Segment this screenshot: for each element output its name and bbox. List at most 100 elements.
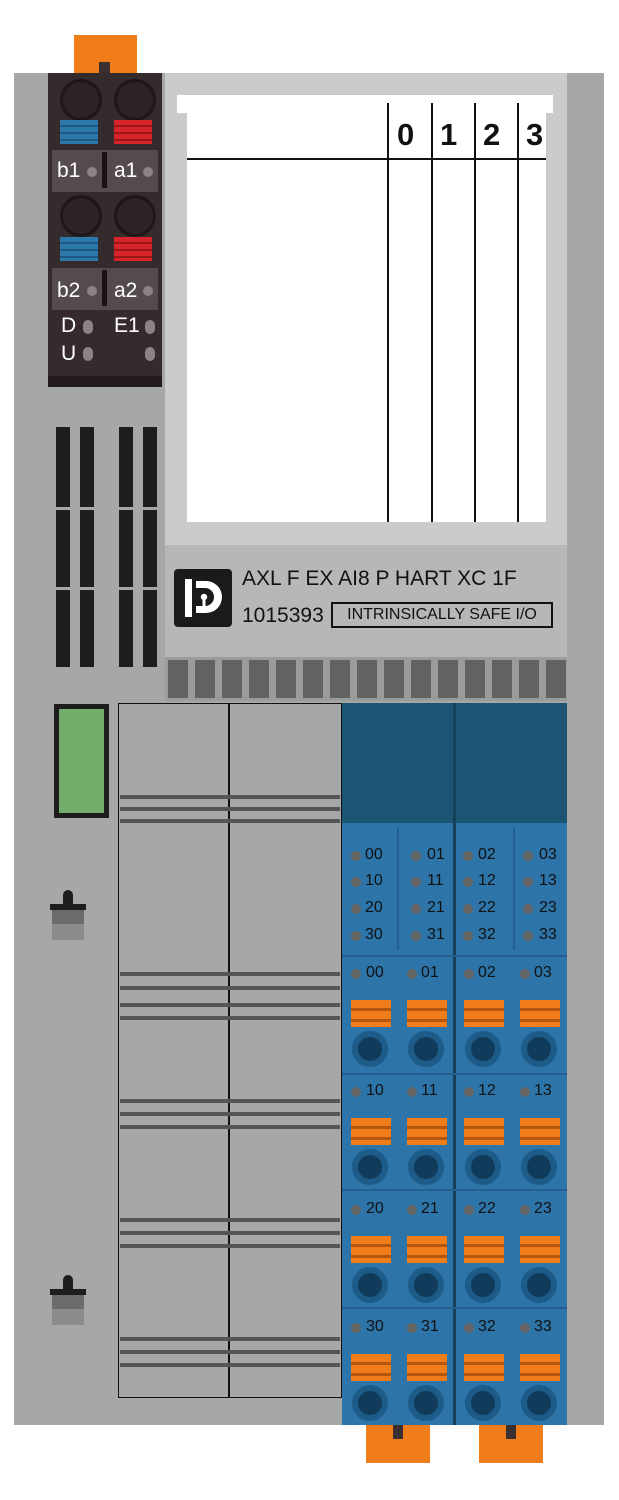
status-label-33: 33 (539, 926, 557, 943)
wire-entry-31[interactable] (408, 1385, 444, 1421)
wire-entry-02[interactable] (465, 1031, 501, 1067)
push-button-11[interactable] (407, 1118, 447, 1145)
brand-plate-area (165, 545, 567, 657)
status-label-e1: E1 (114, 314, 140, 337)
connector-label-b2: b2 (57, 279, 81, 302)
column-header-1: 1 (440, 117, 458, 152)
push-button-22[interactable] (464, 1236, 504, 1263)
din-rail-latch-top[interactable] (50, 890, 86, 950)
column-header-2: 2 (483, 117, 501, 152)
status-label-u: U (61, 342, 77, 365)
push-button-32[interactable] (464, 1354, 504, 1381)
release-hole-a1[interactable] (114, 79, 156, 121)
wire-entry-22[interactable] (465, 1267, 501, 1303)
wire-entry-11[interactable] (408, 1149, 444, 1185)
status-led-21 (411, 904, 421, 914)
status-label-13: 13 (539, 872, 557, 889)
status-led-13 (523, 877, 533, 887)
led-a2 (143, 286, 153, 296)
label-strip-tab-notch-left (177, 113, 187, 121)
status-label-22: 22 (478, 899, 496, 916)
wire-entry-12[interactable] (465, 1149, 501, 1185)
terminal-led-11 (407, 1087, 417, 1097)
label-strip-column-rule (431, 103, 433, 522)
label-strip (187, 103, 546, 522)
slot-rib (120, 807, 340, 811)
terminal-label-10: 10 (366, 1082, 384, 1099)
wire-entry-03[interactable] (521, 1031, 557, 1067)
release-hole-b1[interactable] (60, 79, 102, 121)
wire-entry-21[interactable] (408, 1267, 444, 1303)
led-unlabeled (145, 347, 155, 361)
push-button-02[interactable] (464, 1000, 504, 1027)
wire-entry-33[interactable] (521, 1385, 557, 1421)
io-grid-line (342, 1189, 567, 1191)
label-divider-2 (102, 270, 107, 306)
din-rail-latch-bottom[interactable] (50, 1275, 86, 1335)
model-designation: AXL F EX AI8 P HART XC 1F (242, 567, 517, 590)
wire-push-blue-2[interactable] (60, 237, 98, 261)
terminal-label-21: 21 (421, 1200, 439, 1217)
slot-rib (120, 1099, 340, 1103)
wire-entry-10[interactable] (352, 1149, 388, 1185)
label-strip-column-rule (517, 103, 519, 522)
slot-rib (120, 1244, 340, 1248)
terminal-label-33: 33 (534, 1318, 552, 1335)
io-grid-line (397, 828, 399, 950)
status-led-01 (411, 851, 421, 861)
status-indicator-green (54, 704, 109, 818)
led-b2 (87, 286, 97, 296)
release-hole-a2[interactable] (114, 195, 156, 237)
io-grid-line (342, 955, 567, 957)
release-hole-b2[interactable] (60, 195, 102, 237)
power-connector-bottom-edge (48, 376, 162, 387)
push-button-33[interactable] (520, 1354, 560, 1381)
terminal-label-31: 31 (421, 1318, 439, 1335)
terminal-label-00: 00 (366, 964, 384, 981)
vent-divider (50, 507, 162, 510)
terminal-label-02: 02 (478, 964, 496, 981)
connector-label-a2: a2 (114, 279, 138, 302)
wire-entry-00[interactable] (352, 1031, 388, 1067)
slot-rib (120, 1231, 340, 1235)
vent-slot (143, 427, 157, 667)
push-button-12[interactable] (464, 1118, 504, 1145)
label-divider-1 (102, 152, 107, 188)
wire-push-red-1[interactable] (114, 120, 152, 144)
wire-entry-01[interactable] (408, 1031, 444, 1067)
terminal-led-01 (407, 969, 417, 979)
led-b1 (87, 167, 97, 177)
slot-rib (120, 1003, 340, 1007)
push-button-10[interactable] (351, 1118, 391, 1145)
wire-entry-32[interactable] (465, 1385, 501, 1421)
wire-entry-23[interactable] (521, 1267, 557, 1303)
push-button-30[interactable] (351, 1354, 391, 1381)
wire-entry-20[interactable] (352, 1267, 388, 1303)
push-button-31[interactable] (407, 1354, 447, 1381)
io-grid-line (342, 1073, 567, 1075)
push-button-21[interactable] (407, 1236, 447, 1263)
bottom-latch-notch-left (393, 1425, 403, 1439)
wire-push-red-2[interactable] (114, 237, 152, 261)
status-label-02: 02 (478, 846, 496, 863)
wire-entry-30[interactable] (352, 1385, 388, 1421)
status-led-30 (351, 931, 361, 941)
status-led-10 (351, 877, 361, 887)
io-grid-line (513, 828, 515, 950)
status-label-30: 30 (365, 926, 383, 943)
io-connector-divider (453, 703, 456, 1425)
terminal-led-23 (520, 1205, 530, 1215)
led-a1 (143, 167, 153, 177)
push-button-23[interactable] (520, 1236, 560, 1263)
push-button-01[interactable] (407, 1000, 447, 1027)
push-button-20[interactable] (351, 1236, 391, 1263)
wire-entry-13[interactable] (521, 1149, 557, 1185)
wire-push-blue-1[interactable] (60, 120, 98, 144)
status-label-21: 21 (427, 899, 445, 916)
terminal-led-03 (520, 969, 530, 979)
push-button-13[interactable] (520, 1118, 560, 1145)
status-label-32: 32 (478, 926, 496, 943)
push-button-03[interactable] (520, 1000, 560, 1027)
push-button-00[interactable] (351, 1000, 391, 1027)
status-label-31: 31 (427, 926, 445, 943)
